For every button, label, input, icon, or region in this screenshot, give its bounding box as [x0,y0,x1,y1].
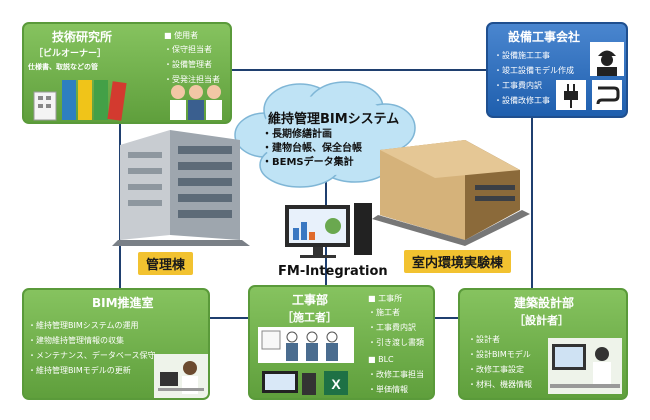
plug-icon [556,80,586,110]
workers-icon [258,327,354,363]
tech-lab-user: 設備管理者 [164,57,220,72]
system-feature: BEMSデータ集計 [262,156,362,170]
equipment-company-item: 設備施工工事 [494,48,574,63]
system-feature: 長期修繕計画 [262,128,362,142]
site-office-items: 施工者 工事費内訳 引き渡し書類 [368,305,424,350]
equipment-company-item: 設備改修工事 [494,93,574,108]
design-title: 建築設計部 [514,296,575,310]
bim-office-title: BIM推進室 [92,296,154,310]
blc-header: BLC [368,355,394,364]
design-box: 建築設計部 ［設計者］ 設計者 設計BIMモデル 改修工事設定 材料、機器情報 [458,288,628,400]
system-title: 維持管理BIMシステム [268,112,400,127]
bim-office-item: 維持管理BIMシステムの運用 [28,318,155,333]
engineer-icon [548,338,622,394]
bim-office-box: BIM推進室 維持管理BIMシステムの運用 建物維持管理情報の収集 メンテナンス… [22,288,210,400]
blc-item: 改修工事担当 [368,367,424,382]
blc-items: 改修工事担当 単価情報 [368,367,424,397]
admin-building-label: 管理棟 [138,252,194,275]
bim-office-item: 建物維持管理情報の収集 [28,333,155,348]
equipment-company-item: 竣工設備モデル作成 [494,63,574,78]
design-role: ［設計者］ [514,314,569,327]
fm-integration-label: FM-Integration [278,264,388,279]
system-features: 長期修繕計画 建物台帳、保全台帳 BEMSデータ集計 [262,128,362,170]
tech-lab-users-header: 使用者 [164,30,198,41]
design-item: 材料、機器情報 [468,377,532,392]
excel-icon: X [262,371,348,395]
construction-role: ［施工者］ [282,311,337,324]
office-worker-icon [154,354,208,398]
system-feature: 建物台帳、保全台帳 [262,142,362,156]
worker-icon [590,42,624,76]
site-office-item: 引き渡し書類 [368,335,424,350]
site-office-header: 工事所 [368,293,402,304]
construction-title: 工事部 [292,293,329,307]
design-items: 設計者 設計BIMモデル 改修工事設定 材料、機器情報 [468,332,532,392]
site-office-item: 施工者 [368,305,424,320]
tech-lab-user: 受発注担当者 [164,72,220,87]
equipment-company-title: 設備工事会社 [508,30,581,44]
admin-building-icon [112,130,250,246]
bim-office-item: メンテナンス、データベース保守 [28,348,155,363]
tech-lab-user: 保守担当者 [164,42,220,57]
equipment-company-items: 設備施工工事 竣工設備モデル作成 工事費内訳 設備改修工事 [494,48,574,108]
equipment-company-item: 工事費内訳 [494,78,574,93]
computer-icon [285,203,372,258]
lab-building-label: 室内環境実験棟 [404,250,512,273]
tech-lab-users: 保守担当者 設備管理者 受発注担当者 [164,42,220,87]
bim-office-item: 維持管理BIMモデルの更新 [28,363,155,378]
design-item: 改修工事設定 [468,362,532,377]
blc-item: 単価情報 [368,382,424,397]
construction-box: 工事部 ［施工者］ 工事所 施工者 工事費内訳 引き渡し書類 BLC 改修工事担… [248,285,435,400]
design-item: 設計BIMモデル [468,347,532,362]
tech-lab-box: 技術研究所 ［ビルオーナー］ 仕様書、取説などの管 使用者 保守担当者 設備管理… [22,22,232,124]
lab-building-icon [372,140,530,246]
tech-lab-title: 技術研究所 [52,30,113,44]
tech-lab-role: ［ビルオーナー］ [34,49,107,59]
site-office-item: 工事費内訳 [368,320,424,335]
pipe-icon [592,80,622,110]
design-item: 設計者 [468,332,532,347]
equipment-company-box: 設備工事会社 設備施工工事 竣工設備モデル作成 工事費内訳 設備改修工事 [486,22,628,118]
tech-lab-note: 仕様書、取説などの管 [28,63,98,71]
binders-icon [33,80,127,121]
bim-office-items: 維持管理BIMシステムの運用 建物維持管理情報の収集 メンテナンス、データベース… [28,318,155,378]
svg-text:X: X [331,376,341,392]
people-icon [170,85,222,120]
